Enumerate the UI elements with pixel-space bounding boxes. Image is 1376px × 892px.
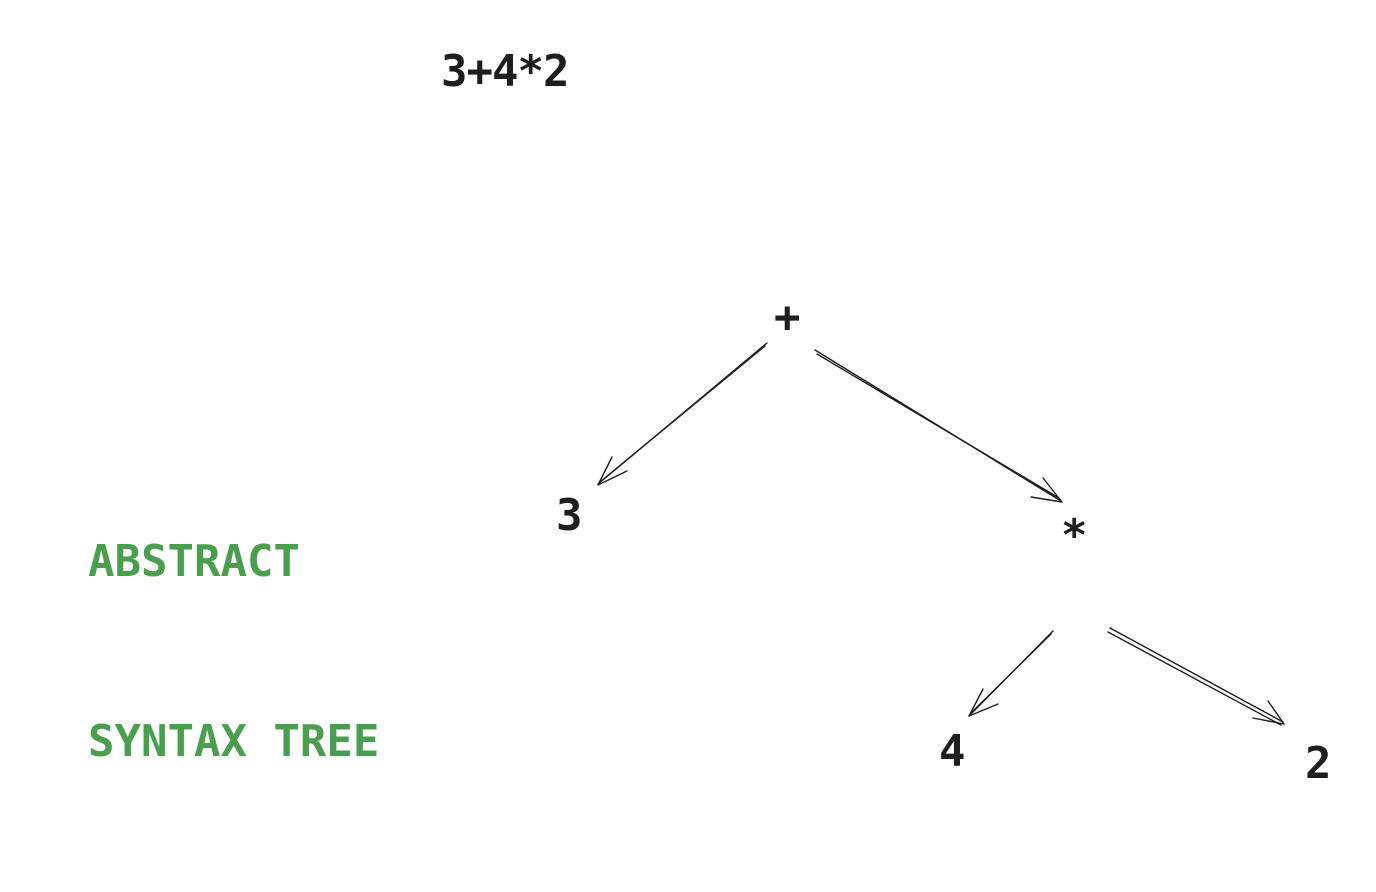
heading-line-1: ABSTRACT — [88, 536, 300, 587]
tree-node-root: + — [774, 292, 801, 343]
heading-line-2: SYNTAX TREE — [88, 716, 380, 767]
edge-plus-to-3 — [597, 342, 768, 486]
tree-node-right-left: 4 — [939, 726, 966, 777]
tree-edges — [597, 342, 1285, 726]
expression-text: 3+4*2 — [441, 46, 569, 97]
diagram-heading: ABSTRACT SYNTAX TREE — [88, 412, 379, 892]
diagram-canvas: 3+4*2 ABSTRACT SYNTAX TREE + — [88, 46, 1332, 789]
edge-star-to-2 — [1107, 627, 1285, 726]
tree-node-left: 3 — [556, 490, 583, 541]
tree-node-right: * — [1061, 510, 1088, 561]
edge-star-to-4 — [968, 630, 1054, 717]
tree-node-right-right: 2 — [1305, 738, 1332, 789]
edge-plus-to-star — [814, 349, 1063, 503]
